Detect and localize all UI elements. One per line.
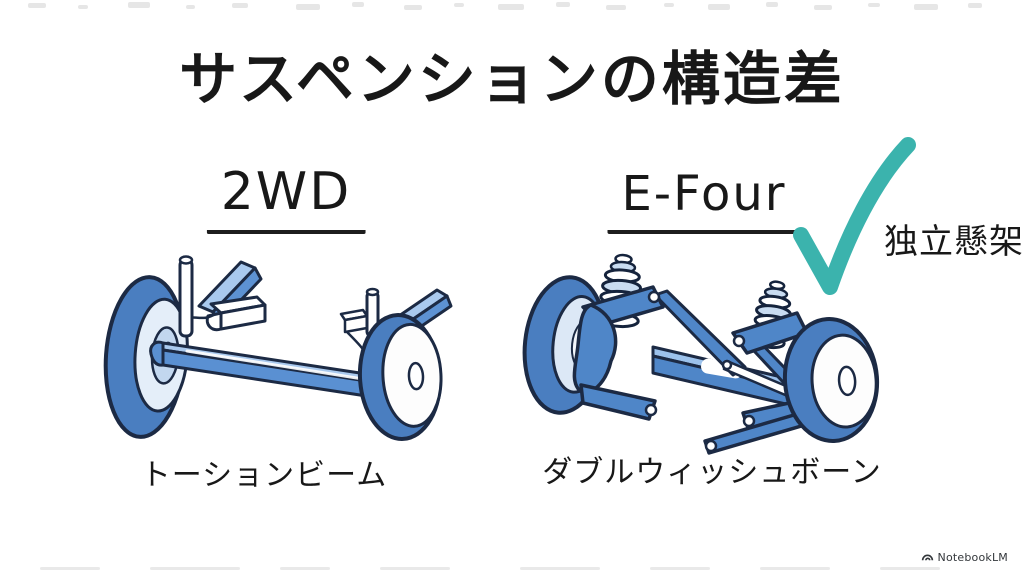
checkmark-icon xyxy=(793,137,916,295)
wheel-right xyxy=(357,313,443,441)
shock-strut-left xyxy=(178,255,194,338)
annotation-independent-suspension: 独立懸架 xyxy=(884,222,1024,262)
wheel-right xyxy=(782,317,880,443)
heading-2wd: 2WD xyxy=(206,162,366,234)
diagonal-brace-left xyxy=(653,289,747,377)
caption-double-wishbone: ダブルウィッシュボーン xyxy=(542,455,882,490)
caption-torsion-beam: トーションビーム xyxy=(140,458,388,493)
lower-wishbone-left xyxy=(579,383,658,421)
heading-e-four: E-Four xyxy=(607,166,801,234)
notebooklm-logo-icon xyxy=(921,554,933,561)
torsion-beam-illustration xyxy=(103,255,453,441)
top-crop-artifacts xyxy=(28,2,982,10)
bracket-right xyxy=(339,308,369,334)
watermark-label: NotebookLM xyxy=(937,551,1008,564)
watermark: NotebookLM xyxy=(921,551,1008,564)
bottom-crop-artifacts xyxy=(40,567,940,570)
double-wishbone-illustration xyxy=(522,253,880,455)
slide-title: サスペンションの構造差 xyxy=(179,45,845,113)
knuckle-left xyxy=(572,303,618,395)
torsion-beam-axle xyxy=(149,340,375,399)
